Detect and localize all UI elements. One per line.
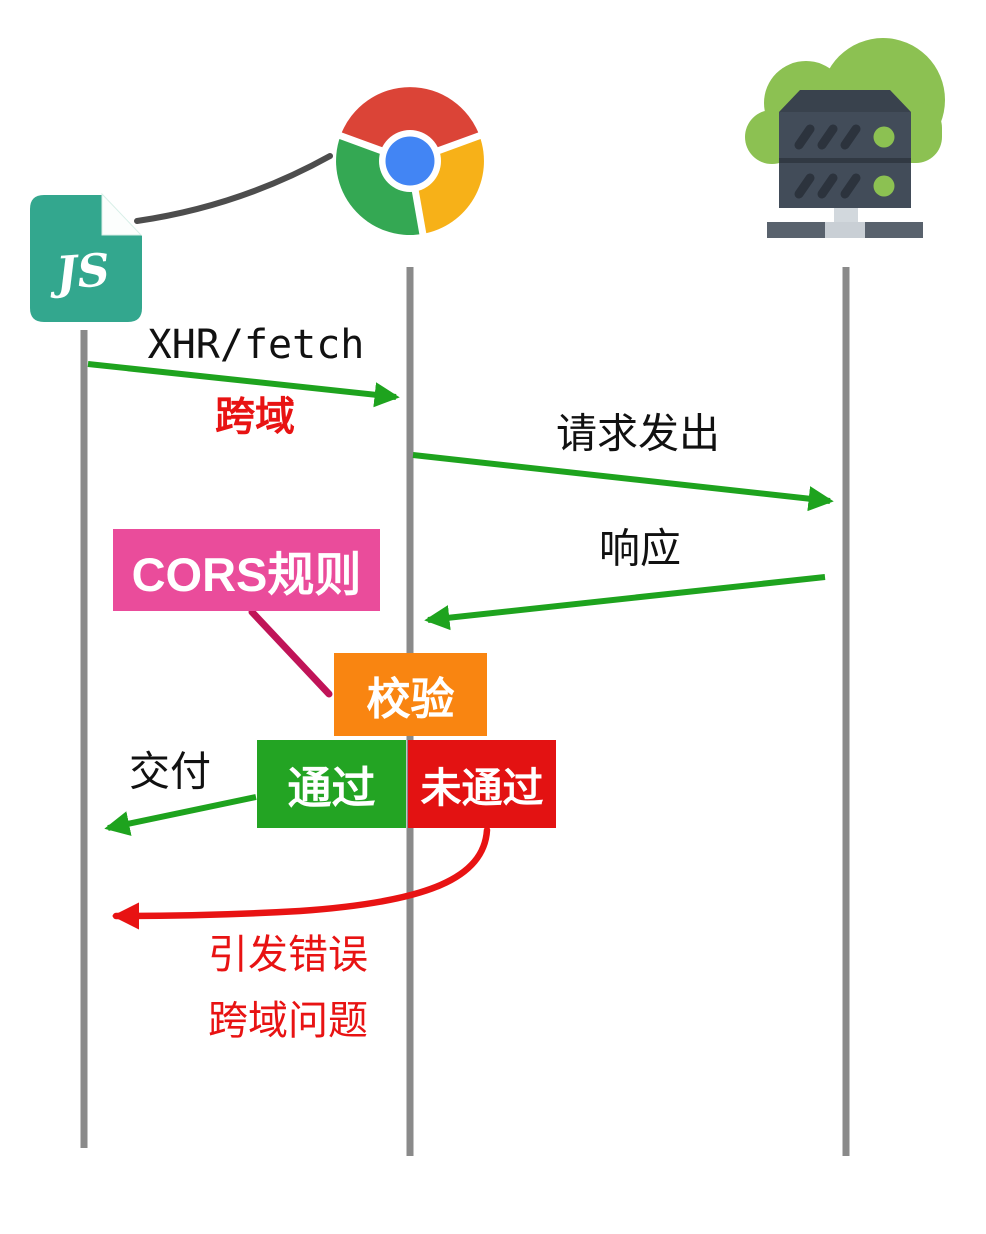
server-rack [767, 90, 923, 238]
chrome-icon [333, 84, 487, 238]
pass-text: 通过 [287, 764, 376, 813]
label-cross-origin-problem: 跨域问题 [208, 999, 368, 1043]
arrow-response [424, 574, 826, 631]
label-deliver: 交付 [129, 748, 211, 795]
js-file-icon: JS [30, 192, 143, 322]
label-response: 响应 [599, 525, 681, 572]
cors-rule-text: CORS规则 [131, 547, 362, 601]
label-cross-origin: 跨域 [215, 395, 295, 439]
arrow-error-curve [111, 826, 491, 930]
js-file-label: JS [46, 243, 111, 300]
label-xhr-fetch: XHR/fetch [147, 322, 365, 368]
message-arrows [87, 361, 834, 836]
check-box: 校验 [334, 653, 487, 736]
arrow-xhr-fetch [87, 361, 400, 408]
js-to-browser-connector [134, 153, 333, 224]
cors-rule-box: CORS规则 [113, 529, 380, 611]
cors-rule-connector [248, 608, 333, 698]
pass-box: 通过 [257, 740, 406, 828]
cloud-server-icon [745, 38, 945, 238]
fail-box: 未通过 [408, 740, 556, 828]
arrow-request-sent [412, 452, 834, 512]
fail-text: 未通过 [420, 765, 544, 811]
label-raise-error: 引发错误 [208, 933, 368, 977]
arrow-deliver [104, 794, 257, 836]
check-text: 校验 [366, 674, 455, 724]
label-request-sent: 请求发出 [556, 410, 720, 457]
